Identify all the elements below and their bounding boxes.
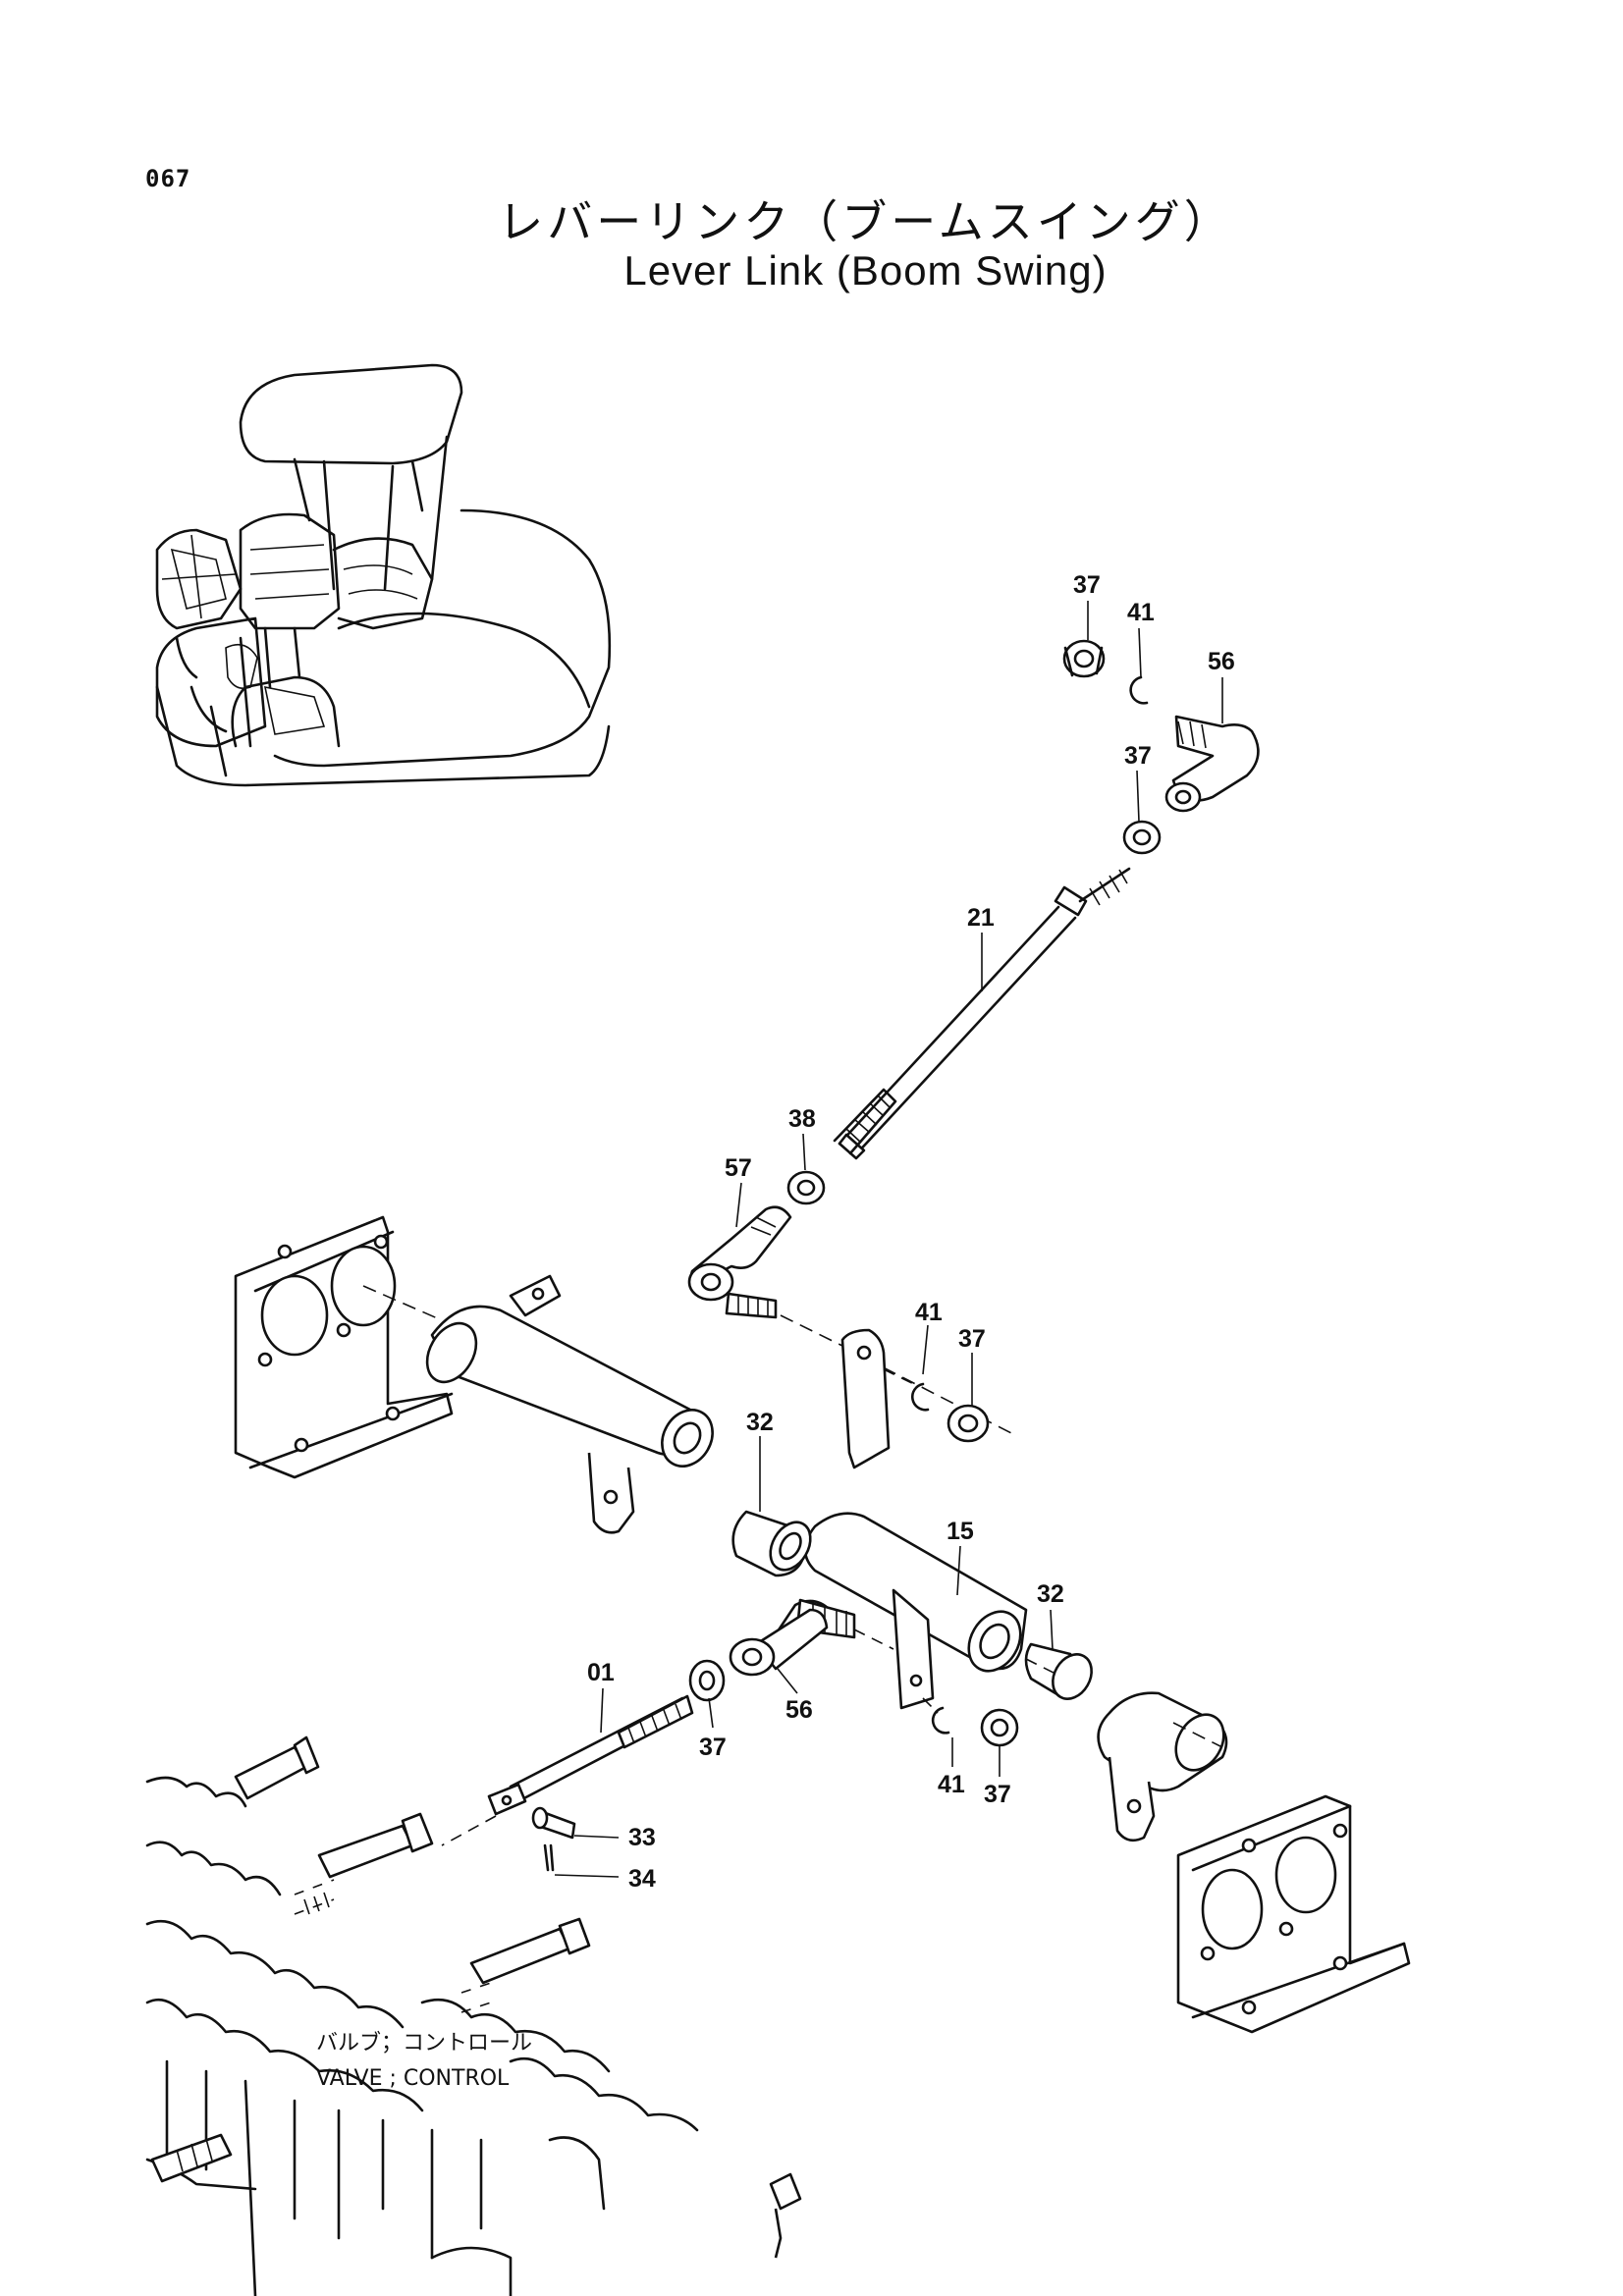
callout-37: 37 (984, 1781, 1011, 1808)
callout-41: 41 (915, 1299, 943, 1326)
right-bracket-assembly (1097, 1691, 1411, 2034)
title-english: Lever Link (Boom Swing) (623, 247, 1108, 294)
valve-caption-japanese: バルブ；コントロール (316, 2031, 532, 2056)
callout-numbers: 37 41 56 37 21 38 57 41 37 32 15 32 01 5… (587, 571, 1235, 1893)
left-bracket-assembly (234, 1215, 714, 1534)
lever-15-assembly (731, 1328, 1093, 1710)
callout-37: 37 (1073, 571, 1101, 599)
callout-37: 37 (958, 1325, 986, 1353)
callout-15: 15 (947, 1518, 974, 1545)
callout-37: 37 (699, 1734, 727, 1761)
leader-lines (554, 601, 1223, 1878)
control-valve-illustration (145, 1735, 802, 2296)
upper-linkage-parts (687, 639, 1260, 1434)
callout-37: 37 (1124, 742, 1152, 770)
callout-57: 57 (725, 1154, 752, 1182)
callout-33: 33 (628, 1824, 656, 1851)
callout-56: 56 (785, 1696, 813, 1724)
callout-21: 21 (967, 904, 995, 932)
callout-01: 01 (587, 1659, 615, 1686)
page-code: 067 (145, 165, 191, 192)
callout-34: 34 (628, 1865, 656, 1893)
machine-overview-illustration (155, 363, 612, 787)
callout-38: 38 (788, 1105, 816, 1133)
callout-41: 41 (1127, 599, 1155, 626)
valve-caption-english: VALVE ; CONTROL (316, 2066, 510, 2091)
title-japanese: レバーリンク（ブームスイング） (498, 195, 1233, 248)
callout-32: 32 (1037, 1580, 1064, 1608)
callout-41: 41 (938, 1771, 965, 1798)
callout-32: 32 (746, 1409, 774, 1436)
callout-56: 56 (1208, 648, 1235, 675)
lower-linkage-parts (441, 1598, 1019, 1872)
